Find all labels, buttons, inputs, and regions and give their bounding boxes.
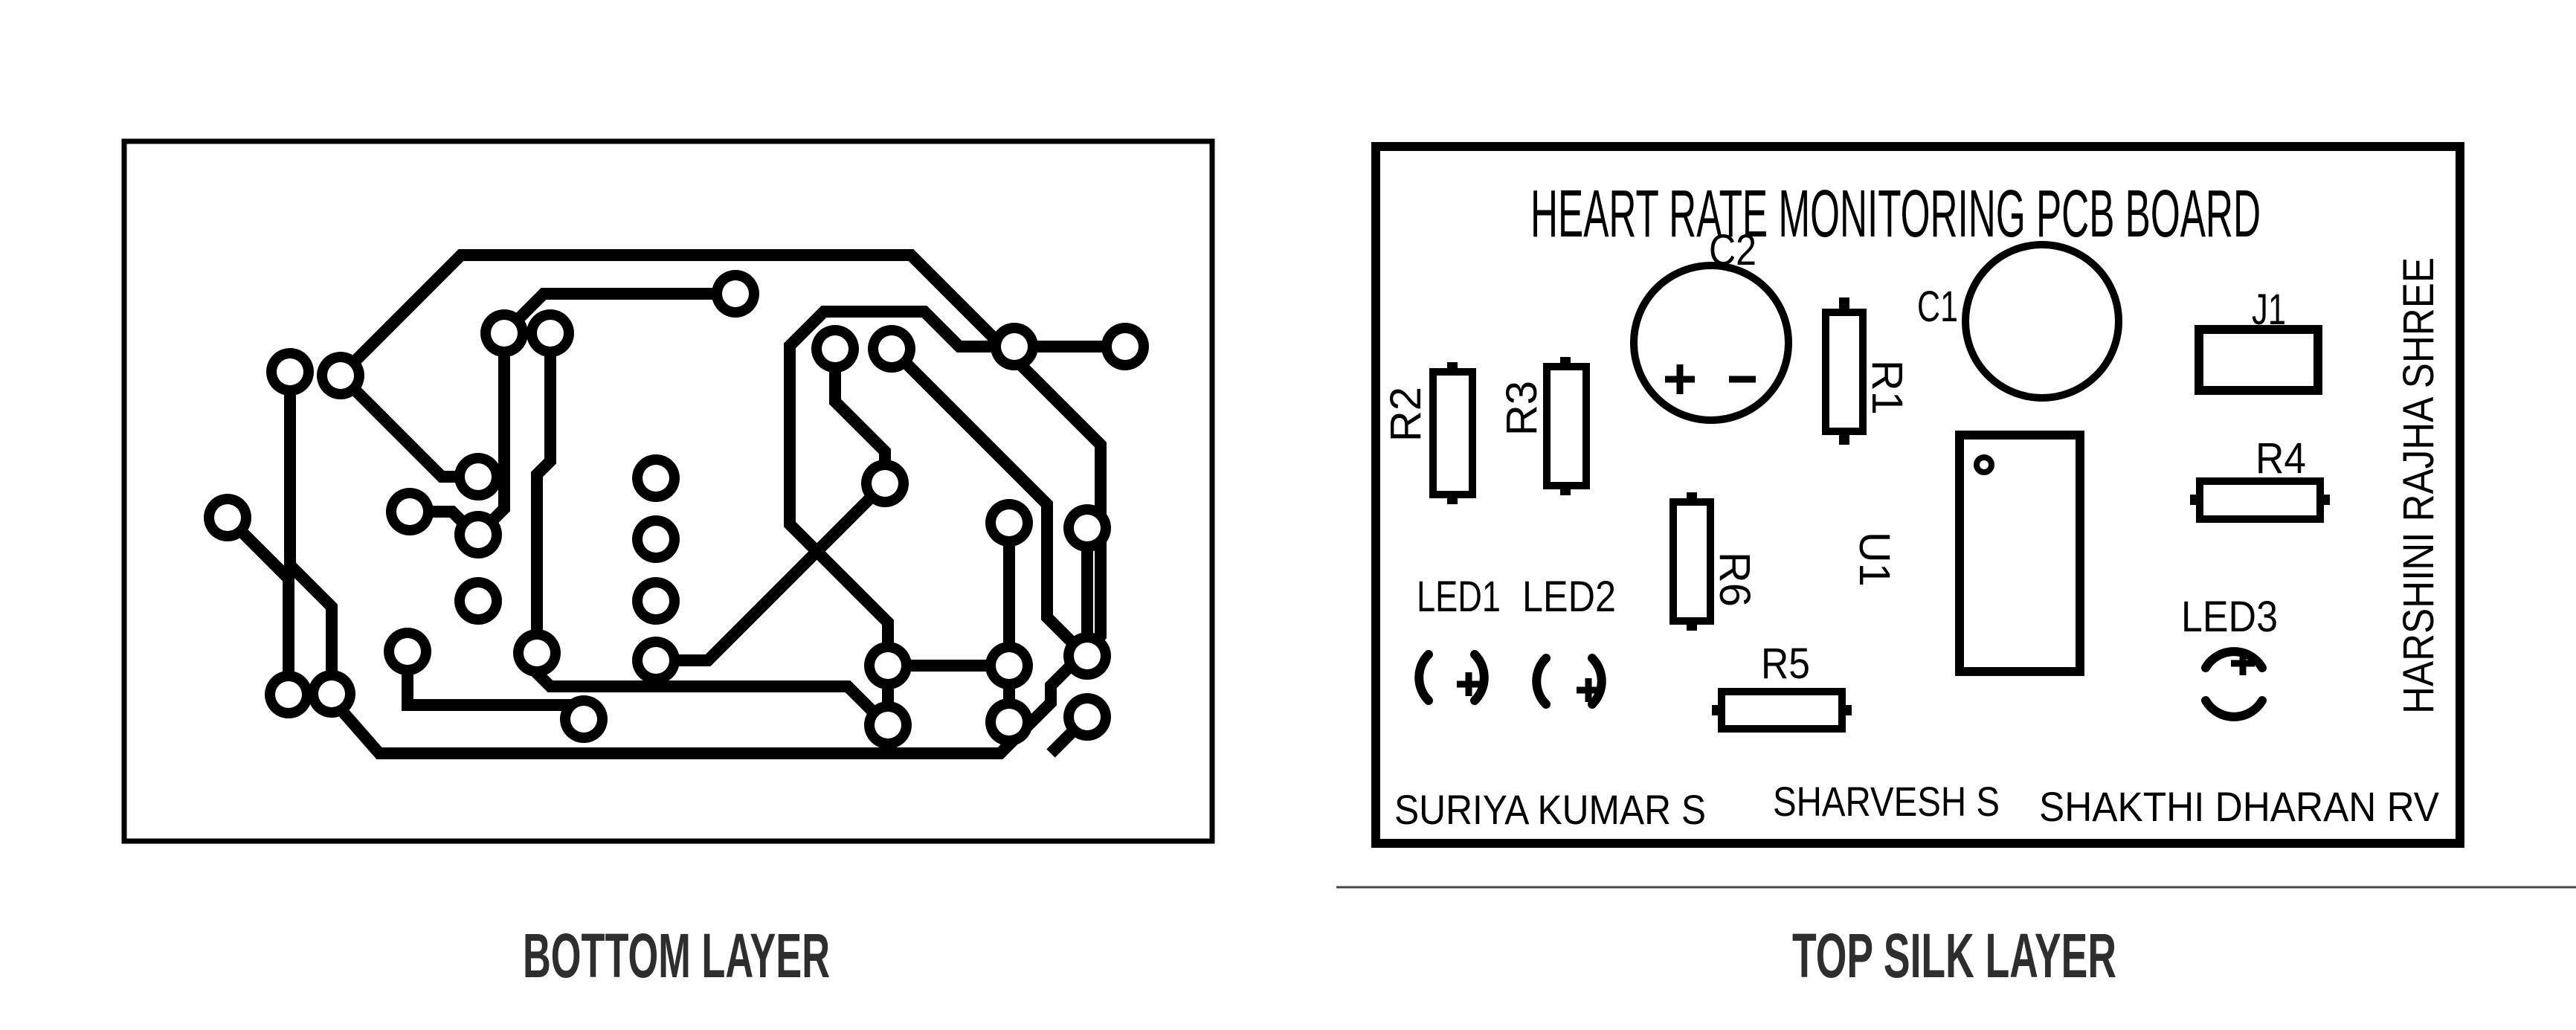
component-r5: R5 bbox=[1712, 640, 1852, 733]
author-name-3: SHAKTHI DHARAN RV bbox=[2039, 783, 2440, 830]
component-led2: LED2 bbox=[1522, 573, 1616, 709]
copper-trace bbox=[284, 372, 338, 694]
pad-drill-hole bbox=[465, 521, 492, 548]
pad-drill-hole bbox=[394, 638, 421, 665]
component-c1: C1 bbox=[1917, 241, 2122, 402]
copper-trace bbox=[336, 371, 478, 483]
copper-trace bbox=[679, 479, 889, 666]
copper-trace bbox=[531, 333, 556, 653]
c2-label: C2 bbox=[1709, 226, 1756, 274]
pad-drill-hole bbox=[396, 498, 423, 525]
bottom-layer-board bbox=[121, 138, 1215, 844]
led3-label: LED3 bbox=[2181, 593, 2278, 641]
pad-drill-hole bbox=[570, 706, 597, 733]
pad-drill-hole bbox=[878, 335, 905, 362]
pad-drill-hole bbox=[214, 504, 241, 531]
c1-body-circle bbox=[1962, 241, 2122, 402]
top-silk-board: HEART RATE MONITORING PCB BOARD C2 C1 R1… bbox=[1371, 142, 2464, 848]
u1-label: U1 bbox=[1850, 532, 1899, 587]
pad-drill-hole bbox=[875, 652, 901, 679]
pad-drill-hole bbox=[275, 681, 302, 708]
r5-label: R5 bbox=[1761, 640, 1810, 688]
pad-drill-hole bbox=[872, 470, 898, 497]
pad-drill-hole bbox=[643, 588, 669, 614]
pad-drill-hole bbox=[996, 652, 1023, 679]
r3-body bbox=[1543, 363, 1590, 489]
led1-symbol-icon bbox=[1414, 650, 1489, 705]
u1-pin1-marker-icon bbox=[1974, 454, 1994, 475]
pad-drill-hole bbox=[722, 280, 749, 307]
c2-body-circle bbox=[1630, 262, 1792, 424]
r5-body bbox=[1718, 688, 1846, 733]
copper-trace bbox=[474, 333, 510, 539]
copper-trace bbox=[887, 344, 1092, 662]
pad-drill-hole bbox=[643, 526, 669, 553]
r3-label: R3 bbox=[1498, 381, 1546, 436]
bottom-board-outline bbox=[121, 138, 1215, 844]
pad-drill-hole bbox=[1074, 643, 1101, 669]
j1-body bbox=[2195, 325, 2322, 395]
board-title: HEART RATE MONITORING PCB BOARD bbox=[1530, 177, 2261, 251]
r4-label: R4 bbox=[2255, 434, 2306, 483]
pad-drill-hole bbox=[1001, 333, 1028, 360]
component-r4: R4 bbox=[2190, 434, 2330, 523]
c1-label: C1 bbox=[1917, 283, 1958, 331]
u1-body bbox=[1955, 431, 2084, 676]
pad-drill-hole bbox=[327, 362, 354, 389]
led2-label: LED2 bbox=[1522, 573, 1616, 621]
author-name-2: SHARVESH S bbox=[1773, 778, 2000, 825]
r4-body bbox=[2196, 477, 2324, 523]
component-led1: LED1 bbox=[1414, 573, 1501, 705]
pad-drill-hole bbox=[1112, 333, 1139, 360]
r6-body bbox=[1669, 498, 1714, 625]
pad-drill-hole bbox=[996, 509, 1023, 536]
component-r2: R2 bbox=[1382, 362, 1476, 504]
pad-drill-hole bbox=[643, 647, 669, 674]
pad-drill-hole bbox=[1074, 515, 1101, 541]
pad-drill-hole bbox=[643, 465, 669, 492]
pad-drill-hole bbox=[318, 680, 345, 707]
led2-plus-icon bbox=[1577, 678, 1600, 702]
pad-drill-hole bbox=[465, 463, 492, 490]
r2-body bbox=[1429, 368, 1476, 498]
copper-trace bbox=[326, 249, 1107, 759]
r6-label: R6 bbox=[1710, 552, 1759, 607]
led2-symbol-icon bbox=[1532, 654, 1606, 709]
copper-trace bbox=[784, 306, 1014, 666]
pad-drill-hole bbox=[537, 320, 564, 347]
c2-plus-icon bbox=[1665, 364, 1695, 394]
component-led3: LED3 bbox=[2181, 593, 2278, 721]
author-name-1: SURIYA KUMAR S bbox=[1394, 786, 1706, 833]
pad-drill-hole bbox=[491, 320, 518, 347]
led1-plus-icon bbox=[1457, 672, 1481, 696]
pad-drill-hole bbox=[524, 640, 550, 666]
pad-drill-hole bbox=[277, 358, 303, 385]
pad-drill-hole bbox=[1074, 704, 1101, 730]
pad-drill-hole bbox=[996, 709, 1023, 736]
vertical-credit-text: HARSHINI RAJHA SHREE bbox=[2395, 257, 2443, 714]
copper-trace bbox=[223, 513, 294, 695]
caption-bottom-layer: BOTTOM LAYER bbox=[523, 921, 830, 991]
j1-label: J1 bbox=[2252, 286, 2286, 334]
component-c2: C2 bbox=[1630, 226, 1792, 424]
component-u1: U1 bbox=[1850, 431, 2084, 676]
component-r6: R6 bbox=[1669, 492, 1759, 631]
pad-drill-hole bbox=[822, 335, 849, 362]
led3-symbol-icon bbox=[2201, 647, 2267, 721]
pad-drill-hole bbox=[465, 588, 492, 614]
pad-layer bbox=[204, 270, 1149, 749]
component-j1: J1 bbox=[2195, 286, 2322, 395]
pad-drill-hole bbox=[875, 712, 901, 738]
r1-body bbox=[1822, 309, 1867, 435]
led3-plus-icon bbox=[2231, 651, 2255, 675]
led1-label: LED1 bbox=[1417, 573, 1501, 621]
caption-top-silk-layer: TOP SILK LAYER bbox=[1792, 921, 2116, 991]
silk-board-outline bbox=[1371, 142, 2464, 848]
r1-label: R1 bbox=[1863, 360, 1911, 415]
r2-label: R2 bbox=[1382, 387, 1430, 442]
component-r3: R3 bbox=[1498, 357, 1590, 495]
component-r1: R1 bbox=[1822, 297, 1911, 445]
